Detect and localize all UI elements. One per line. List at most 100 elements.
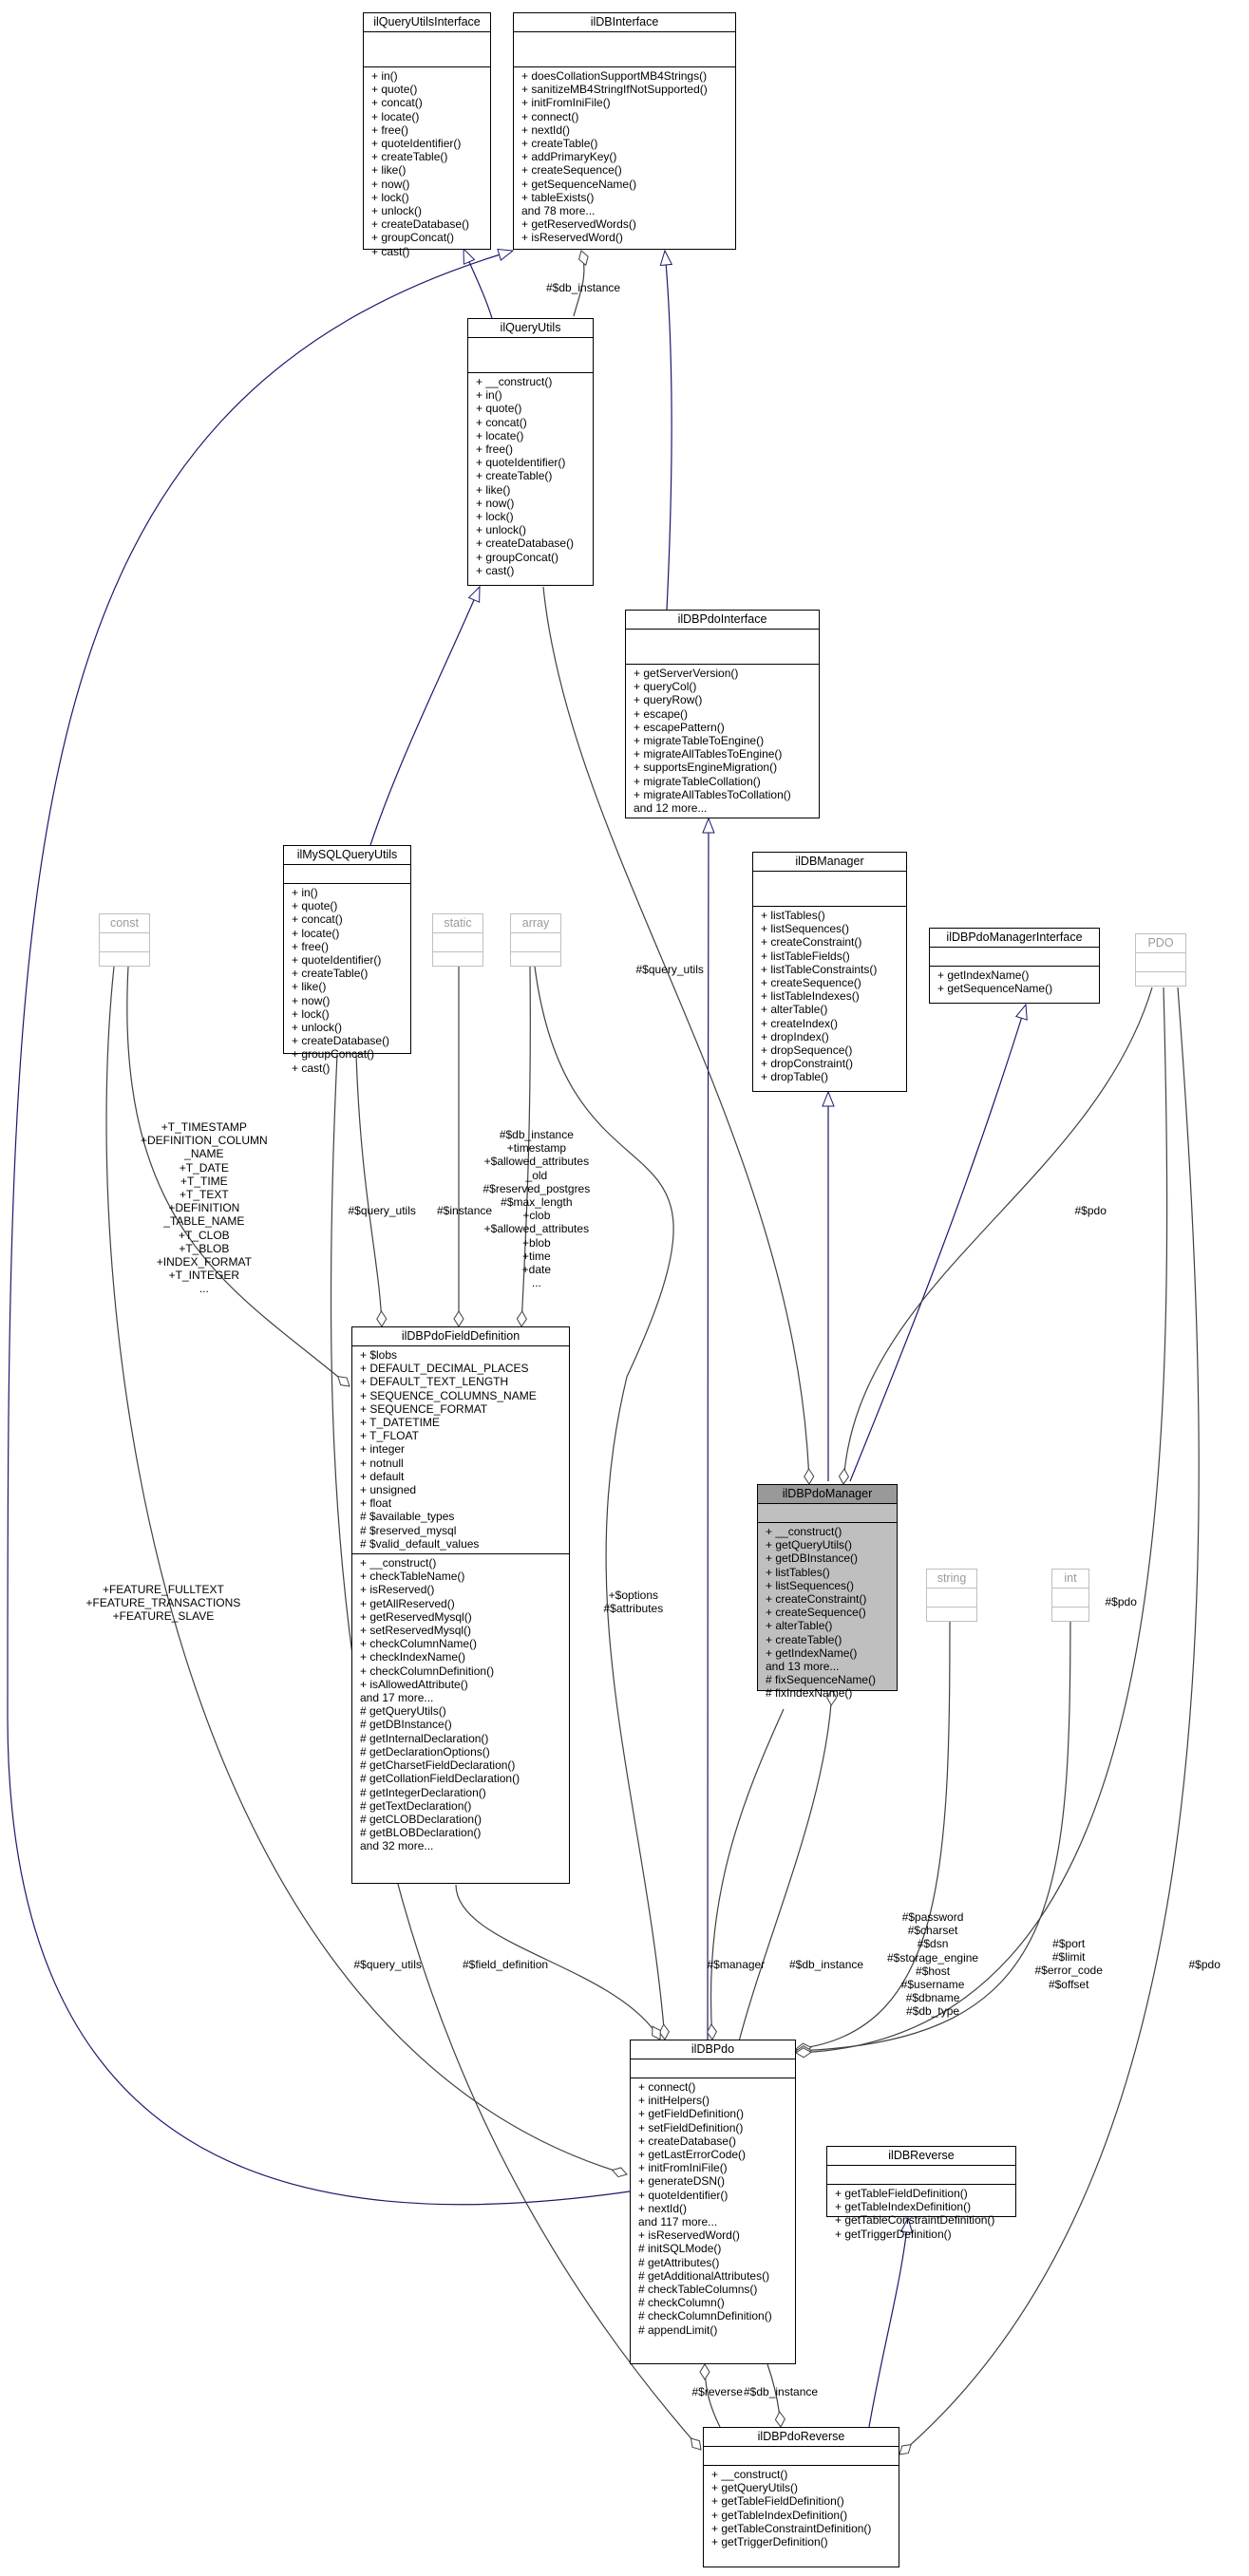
class-ilDBInterface[interactable]: ilDBInterface + doesCollationSupportMB4S… [513, 12, 736, 250]
member-line: + __construct() [360, 1556, 437, 1570]
member-line: + getTableConstraintDefinition() [835, 2213, 995, 2228]
member-line: + like() [476, 482, 511, 497]
attributes-section [1136, 953, 1185, 972]
edge-label-line: #$db_instance [546, 281, 621, 294]
member-line: + unlock() [371, 204, 423, 218]
class-int[interactable]: int [1051, 1569, 1089, 1622]
edge-array-ilDBPdoFieldDefinition [516, 966, 531, 1327]
member-line: + isReservedWord() [521, 231, 623, 245]
class-ilDBPdoManager[interactable]: ilDBPdoManager + __construct()+ getQuery… [757, 1484, 898, 1700]
edge-dbinstance-ilDBPdoReverse [766, 2363, 785, 2428]
edge-label-line: #$db_instance [499, 1128, 574, 1141]
edge-manager-ilDBPdo [706, 1708, 785, 2040]
methods-section: + doesCollationSupportMB4Strings()+ sani… [514, 67, 735, 248]
member-line: + SEQUENCE_COLUMNS_NAME [360, 1388, 537, 1402]
class-ilDBPdoManagerInterface[interactable]: ilDBPdoManagerInterface + getIndexName()… [929, 928, 1100, 1004]
edge-ilDBPdoInterface-extends-ilDBInterface [659, 249, 673, 611]
class-PDO[interactable]: PDO [1135, 933, 1186, 987]
member-line: + concat() [292, 912, 343, 927]
class-ilDBPdoInterface[interactable]: ilDBPdoInterface + getServerVersion()+ q… [625, 610, 820, 818]
class-ilDBManager[interactable]: ilDBManager + listTables()+ listSequence… [752, 852, 907, 1092]
member-line: + initHelpers() [638, 2094, 710, 2108]
member-line: + nextId() [638, 2201, 688, 2215]
member-line: + like() [371, 163, 407, 178]
class-ilMySQLQueryUtils[interactable]: ilMySQLQueryUtils + in()+ quote()+ conca… [283, 845, 411, 1075]
member-line: + integer [360, 1442, 406, 1457]
member-line: + getTableFieldDefinition() [711, 2494, 844, 2509]
class-title: const [100, 914, 149, 933]
edge-label-options-attributes: +$options#$attributes [604, 1589, 664, 1615]
member-line: + locate() [371, 109, 420, 123]
member-line: + doesCollationSupportMB4Strings() [521, 69, 708, 83]
member-line: + DEFAULT_TEXT_LENGTH [360, 1375, 509, 1389]
member-line: + unsigned [360, 1483, 417, 1497]
member-line: + quote() [292, 899, 338, 913]
member-line: + locate() [476, 428, 524, 442]
member-line: + createDatabase() [476, 536, 575, 551]
edge-label-array-fielddefinition: #$db_instance+timestamp+$allowed_attribu… [483, 1128, 591, 1289]
attributes-section [827, 2166, 1015, 2185]
member-line: + listTables() [761, 909, 825, 922]
attributes-section [468, 338, 593, 373]
member-line: + addPrimaryKey() [521, 150, 617, 164]
class-ilDBPdoReverse[interactable]: ilDBPdoReverse + __construct()+ getQuery… [703, 2427, 899, 2567]
member-line: + groupConcat() [476, 550, 559, 564]
class-const[interactable]: const [99, 913, 150, 967]
member-line: + getIndexName() [766, 1645, 858, 1660]
member-line: + listSequences() [761, 922, 850, 936]
member-line: + initFromIniFile() [638, 2161, 728, 2175]
member-line: + checkColumnDefinition() [360, 1664, 495, 1678]
class-static[interactable]: static [432, 913, 483, 967]
class-title: static [433, 914, 483, 933]
class-string[interactable]: string [926, 1569, 977, 1622]
member-line: + T_DATETIME [360, 1416, 440, 1430]
member-line: + dropSequence() [761, 1044, 853, 1058]
class-ilQueryUtils[interactable]: ilQueryUtils + __construct()+ in()+ quot… [467, 318, 594, 586]
edge-label-line: #$offset [1048, 1977, 1089, 1991]
edge-label-line: #$query_utils [635, 963, 704, 976]
class-ilDBPdoFieldDefinition[interactable]: ilDBPdoFieldDefinition + $lobs+ DEFAULT_… [351, 1326, 570, 1884]
member-line: + migrateAllTablesToEngine() [634, 747, 783, 762]
edge-label-line: +T_TIMESTAMP [161, 1120, 247, 1134]
member-line: + getQueryUtils() [711, 2481, 799, 2495]
class-array[interactable]: array [510, 913, 561, 967]
methods-section [1136, 972, 1185, 988]
class-ilDBReverse[interactable]: ilDBReverse + getTableFieldDefinition()+… [826, 2146, 1016, 2241]
member-line: + cast() [476, 563, 515, 577]
class-ilQueryUtilsInterface[interactable]: ilQueryUtilsInterface + in()+ quote()+ c… [363, 12, 491, 258]
edge-label-line: +T_CLOB [178, 1228, 230, 1242]
member-line: + now() [292, 993, 331, 1007]
edge-label-line: #$query_utils [348, 1204, 416, 1217]
edge-label-line: #$dbname [905, 1991, 960, 2005]
edge-label-manager: #$manager [708, 1958, 766, 1971]
member-line: + alterTable() [766, 1619, 833, 1633]
edge-label-line: #$host [916, 1964, 951, 1978]
edge-db_instance-ilQueryUtils [573, 250, 589, 317]
attributes-section: + $lobs+ DEFAULT_DECIMAL_PLACES+ DEFAULT… [352, 1346, 569, 1555]
edge-label-line: +$allowed_attributes [483, 1222, 590, 1236]
methods-section: + __construct()+ getQueryUtils()+ getDBI… [758, 1523, 897, 1703]
class-title: ilDBManager [753, 853, 906, 872]
edge-label-line: #$pdo [1105, 1595, 1137, 1608]
edge-pdo-ilDBPdo [795, 987, 1168, 2059]
member-line: + unlock() [292, 1021, 343, 1035]
edge-label-pdo-dbpdo: #$pdo [1106, 1595, 1137, 1608]
attributes-section [704, 2447, 899, 2466]
class-title: ilQueryUtilsInterface [364, 13, 490, 32]
member-line: + alterTable() [761, 1003, 828, 1017]
class-ilDBPdo[interactable]: ilDBPdo + connect()+ initHelpers()+ getF… [630, 2040, 796, 2364]
member-line: # getAdditionalAttributes() [638, 2268, 770, 2283]
member-line: + __construct() [766, 1525, 842, 1538]
edge-label-line: +T_TIME [180, 1174, 228, 1188]
member-line: + getQueryUtils() [766, 1538, 853, 1552]
edge-label-line: +$options [608, 1589, 659, 1602]
edge-label-line: +DEFINITION [168, 1201, 240, 1215]
member-line: + getTriggerDefinition() [711, 2535, 828, 2549]
edge-label-line: +$allowed_attributes [483, 1155, 590, 1169]
member-line: # getBLOBDeclaration() [360, 1826, 482, 1840]
member-line: + getTableConstraintDefinition() [711, 2521, 872, 2535]
attributes-section [433, 933, 483, 952]
member-line: + lock() [476, 510, 514, 524]
member-line: + getServerVersion() [634, 667, 739, 680]
